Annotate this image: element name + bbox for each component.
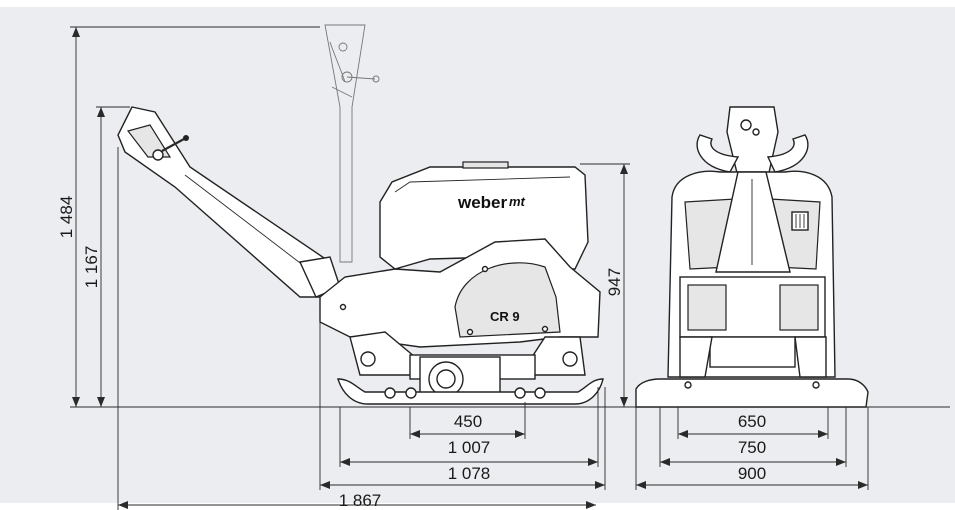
height-dimension-1167 — [96, 106, 130, 407]
front-view-machine — [635, 106, 869, 408]
height-dimension-1484 — [70, 26, 320, 407]
dim-line-900 — [635, 407, 869, 490]
dim-label-750: 750 — [738, 438, 766, 457]
brand-logo-suffix: mt — [509, 194, 526, 209]
dim-label-900: 900 — [738, 464, 766, 483]
dim-line-650 — [677, 407, 829, 439]
dim-label-1007: 1 007 — [448, 438, 491, 457]
height-dimension-947 — [580, 163, 630, 407]
upright-handle-ghost — [324, 24, 380, 263]
dim-label-650: 650 — [738, 412, 766, 431]
dim-line-450 — [409, 402, 526, 439]
dim-label-1078: 1 078 — [448, 464, 491, 483]
technical-drawing: 1 484 1 167 947 — [57, 24, 950, 510]
dim-label-1484: 1 484 — [57, 196, 76, 239]
model-label: CR 9 — [490, 309, 520, 324]
brand-logo: weber — [457, 193, 508, 212]
dim-line-1078 — [319, 307, 606, 490]
side-view-machine: weber mt CR 9 — [117, 106, 604, 405]
dim-label-947: 947 — [605, 268, 624, 296]
dim-line-750 — [659, 407, 847, 467]
dim-line-1007 — [339, 387, 599, 467]
dim-label-450: 450 — [454, 412, 482, 431]
dim-label-1867: 1 867 — [339, 491, 382, 510]
dim-label-1167: 1 167 — [82, 246, 101, 289]
